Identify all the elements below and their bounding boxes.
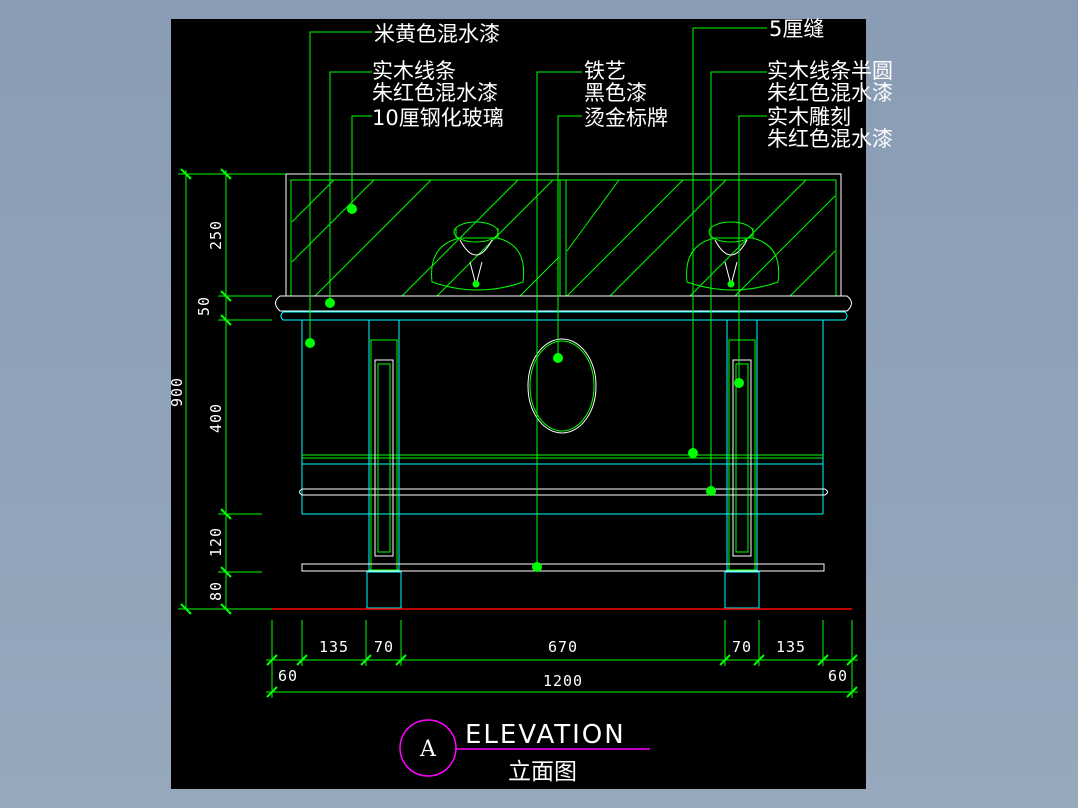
dim-80: 80 <box>207 581 225 601</box>
dim-60-right: 60 <box>828 667 848 685</box>
brand-plaque-medallion <box>529 340 595 432</box>
section-marker-circle <box>399 719 457 777</box>
label-red-paint-right: 朱红色混水漆 <box>767 81 893 105</box>
section-marker-letter: A <box>419 737 437 762</box>
dim-400: 400 <box>207 403 225 433</box>
label-wood-carving: 实木雕刻 <box>767 105 851 129</box>
vertical-dimension-text: 900 250 50 400 120 80 <box>168 220 225 601</box>
dim-135-right: 135 <box>776 638 806 656</box>
dim-50: 50 <box>195 296 213 316</box>
dim-670: 670 <box>548 638 578 656</box>
vertical-ticks <box>180 168 232 615</box>
label-gold-plaque: 烫金标牌 <box>584 106 668 130</box>
dim-1200: 1200 <box>543 672 583 690</box>
label-half-round-trim: 实木线条半圆 <box>767 59 893 83</box>
label-beige-paint: 米黄色混水漆 <box>374 22 500 46</box>
label-red-paint-carving: 朱红色混水漆 <box>767 127 893 151</box>
necklace-bust-left <box>431 221 525 291</box>
leader-lines <box>309 27 767 567</box>
label-black-paint: 黑色漆 <box>584 81 647 105</box>
dim-250: 250 <box>207 220 225 250</box>
title-english: ELEVATION <box>465 720 626 750</box>
title-chinese: 立面图 <box>508 759 577 785</box>
label-5mm-gap: 5厘缝 <box>769 17 824 41</box>
dim-900: 900 <box>168 377 186 407</box>
dim-70-left: 70 <box>374 638 394 656</box>
dim-120: 120 <box>207 527 225 557</box>
label-wood-trim: 实木线条 <box>372 59 456 83</box>
pilaster-right <box>724 319 760 609</box>
label-iron-art: 铁艺 <box>584 59 626 83</box>
title-block: A ELEVATION 立面图 <box>399 719 650 785</box>
leader-dots <box>305 204 744 572</box>
drawing-area <box>171 19 866 789</box>
horizontal-dimension-text: 135 70 670 70 135 60 1200 60 <box>278 638 848 690</box>
label-red-paint: 朱红色混水漆 <box>372 81 498 105</box>
label-tempered-glass: 10厘钢化玻璃 <box>372 106 504 130</box>
annotations: 米黄色混水漆 实木线条 朱红色混水漆 10厘钢化玻璃 铁艺 黑色漆 烫金标牌 5… <box>372 17 893 151</box>
dim-60-left: 60 <box>278 667 298 685</box>
pilaster-left <box>366 319 402 609</box>
dim-70-right: 70 <box>732 638 752 656</box>
counter-top <box>275 295 852 321</box>
horizontal-ticks <box>266 654 858 698</box>
glass-display-case <box>285 173 842 297</box>
dim-135-left: 135 <box>319 638 349 656</box>
base-rail <box>301 563 825 572</box>
